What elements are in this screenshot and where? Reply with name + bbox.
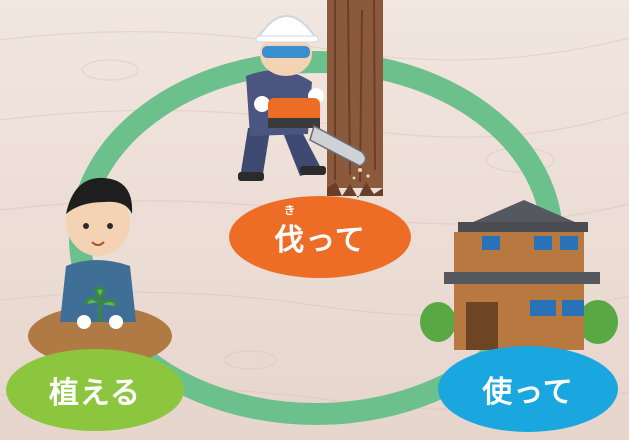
child-planting-illustration: [28, 177, 172, 366]
tree-trunk-illustration: [327, 0, 383, 198]
stage-plant-text: 植える: [48, 376, 142, 411]
lumberjack-illustration: [238, 15, 367, 181]
stage-use-label: 使って: [438, 346, 618, 432]
stage-use-text: 使って: [482, 375, 574, 410]
house-illustration: [420, 200, 618, 350]
stage-cut-text: 伐って: [274, 223, 366, 258]
stage-cut-label: 伐って: [229, 196, 411, 278]
stage-cut-furigana: き: [284, 204, 295, 217]
stage-plant-label: 植える: [6, 349, 184, 431]
